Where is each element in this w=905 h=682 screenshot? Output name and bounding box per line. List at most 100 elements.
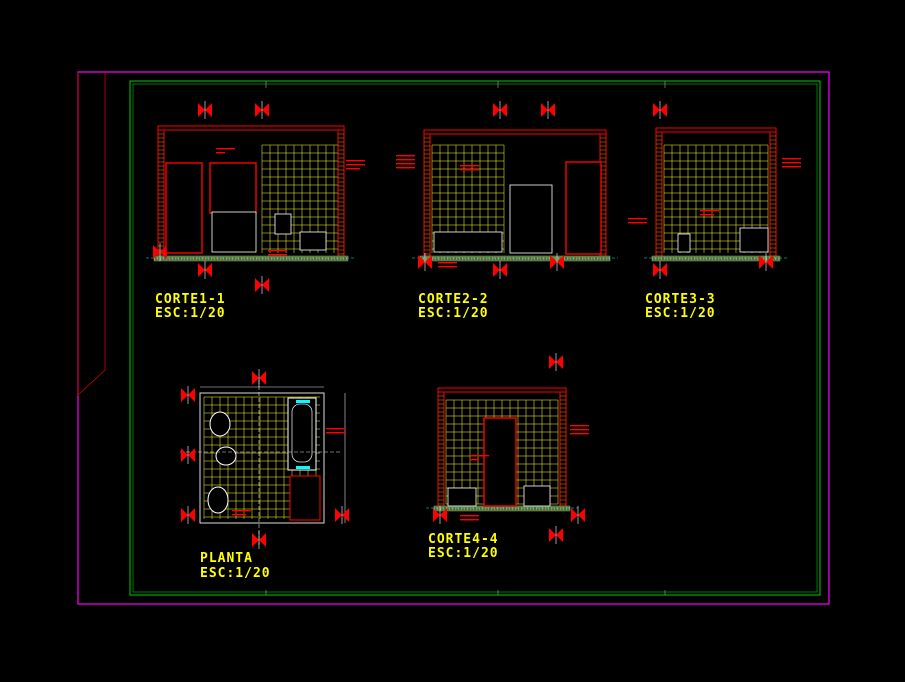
fixture-outline	[523, 485, 551, 507]
annotation-leader	[570, 425, 579, 427]
brick-courses	[560, 395, 566, 505]
annotation-leader	[575, 429, 584, 431]
annotation-leader	[438, 262, 447, 264]
annotation-leader	[475, 455, 484, 457]
annotation-leader	[346, 168, 355, 170]
planta-scale: ESC:1/20	[200, 566, 271, 581]
annotation-leader	[470, 455, 479, 457]
annotation-leader	[633, 218, 642, 220]
annotation-leader	[401, 167, 410, 169]
planta-title: PLANTA	[200, 551, 253, 566]
annotation-leader	[633, 222, 642, 224]
accessory-mark	[296, 400, 310, 403]
planta-drawing	[180, 369, 349, 549]
annotation-leader	[792, 162, 801, 164]
annotation-leader	[575, 425, 584, 427]
brick-courses	[158, 133, 164, 255]
annotation-leader	[401, 163, 410, 165]
annotation-leader	[570, 433, 579, 435]
annotation-leader	[406, 155, 415, 157]
annotation-leader	[570, 429, 579, 431]
annotation-leader	[351, 160, 360, 162]
tile-grid	[663, 144, 769, 253]
floor-slab	[419, 255, 611, 262]
annotation-leader	[787, 158, 796, 160]
brick-wall	[559, 391, 567, 507]
brick-wall	[769, 131, 777, 257]
corte-3-3-drawing	[628, 101, 801, 279]
corte-1-1-drawing	[146, 101, 365, 294]
floor-hatch	[651, 256, 780, 261]
annotation-leader	[401, 159, 410, 161]
annotation-leader	[575, 433, 584, 435]
brick-courses	[424, 137, 430, 255]
annotation-leader	[792, 166, 801, 168]
brick-courses	[438, 395, 444, 505]
annotation-leader	[278, 254, 287, 256]
annotation-leader	[396, 167, 405, 169]
annotation-leader	[460, 165, 469, 167]
annotation-leader	[221, 148, 230, 150]
toilet-icon	[207, 486, 229, 514]
corte-3-3-scale: ESC:1/20	[645, 306, 716, 321]
annotation-leader	[470, 459, 479, 461]
annotation-leader	[628, 218, 637, 220]
annotation-leader	[406, 159, 415, 161]
annotation-leader	[336, 432, 345, 434]
fixture-outline	[447, 487, 477, 507]
door-frame	[565, 161, 602, 255]
annotation-leader	[331, 432, 340, 434]
annotation-leader	[216, 152, 225, 154]
ceiling-slab	[157, 125, 345, 131]
door-frame	[165, 162, 203, 254]
annotation-leader	[792, 158, 801, 160]
annotation-leader	[465, 519, 474, 521]
brick-courses	[656, 135, 662, 253]
annotation-leader	[470, 519, 479, 521]
annotation-leader	[465, 515, 474, 517]
corte-2-2-scale: ESC:1/20	[418, 306, 489, 321]
floor-hatch	[153, 256, 348, 261]
annotation-leader	[710, 210, 719, 212]
corte-4-4-scale: ESC:1/20	[428, 546, 499, 561]
annotation-leader	[460, 519, 469, 521]
fixture-outline	[433, 231, 503, 253]
annotation-leader	[401, 155, 410, 157]
annotation-leader	[470, 165, 479, 167]
corte-3-3-title: CORTE3-3	[645, 292, 716, 307]
brick-courses	[770, 135, 776, 253]
brick-wall	[157, 129, 165, 257]
annotation-leader	[470, 515, 479, 517]
annotation-leader	[782, 166, 791, 168]
annotation-leader	[346, 164, 355, 166]
annotation-leader	[326, 432, 335, 434]
annotation-leader	[406, 167, 415, 169]
annotation-leader	[396, 159, 405, 161]
annotation-leader	[470, 169, 479, 171]
bidet-icon	[209, 411, 231, 437]
annotation-leader	[396, 163, 405, 165]
annotation-leader	[216, 148, 225, 150]
corte-4-4-drawing	[426, 353, 589, 544]
annotation-leader	[273, 250, 282, 252]
annotation-leader	[396, 155, 405, 157]
corte-4-4-title: CORTE4-4	[428, 532, 499, 547]
floor-hatch	[433, 506, 571, 511]
annotation-leader	[438, 266, 447, 268]
annotation-leader	[782, 158, 791, 160]
annotation-leader	[326, 428, 335, 430]
accessory-mark	[296, 466, 310, 469]
sheet-border	[77, 71, 830, 605]
floor-slab	[433, 505, 571, 512]
door-frame	[483, 417, 517, 507]
annotation-leader	[351, 164, 360, 166]
annotation-leader	[336, 428, 345, 430]
fixture-outline	[299, 231, 327, 251]
fixture-outline	[677, 233, 691, 253]
brick-courses	[600, 137, 606, 255]
annotation-leader	[580, 429, 589, 431]
annotation-leader	[356, 160, 365, 162]
annotation-leader	[226, 148, 235, 150]
brick-courses	[338, 133, 344, 255]
